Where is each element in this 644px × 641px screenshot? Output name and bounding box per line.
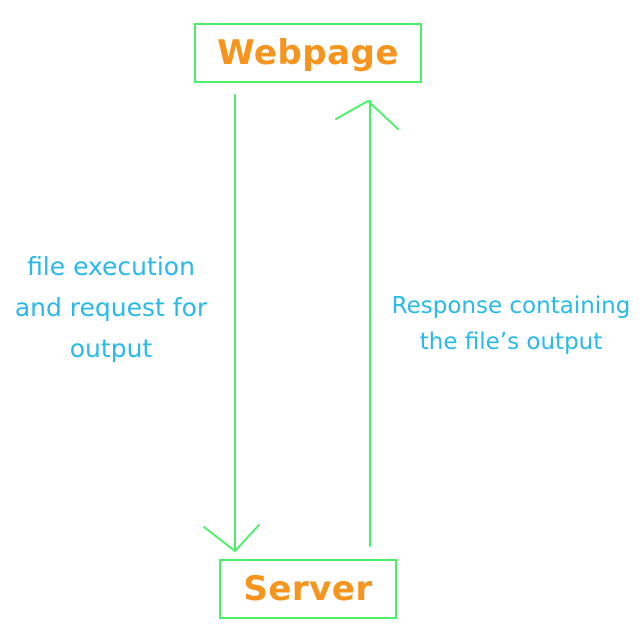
server-node-label: Server (243, 569, 373, 609)
request-label-line-3: output (69, 334, 153, 363)
response-label-line-2: the file’s output (419, 329, 603, 355)
request-label-line-1: file execution (27, 252, 195, 281)
webpage-node-label: Webpage (217, 33, 399, 73)
server-node: Server (219, 559, 397, 619)
request-arrow-head (203, 524, 260, 553)
webpage-node: Webpage (194, 23, 422, 83)
request-label-line-2: and request for (14, 293, 208, 322)
response-label-line-1: Response containing (391, 293, 631, 319)
response-arrow-head (335, 99, 399, 130)
request-edge-label: file execution and request for output (0, 246, 222, 369)
response-edge-label: Response containing the file’s output (378, 288, 644, 360)
